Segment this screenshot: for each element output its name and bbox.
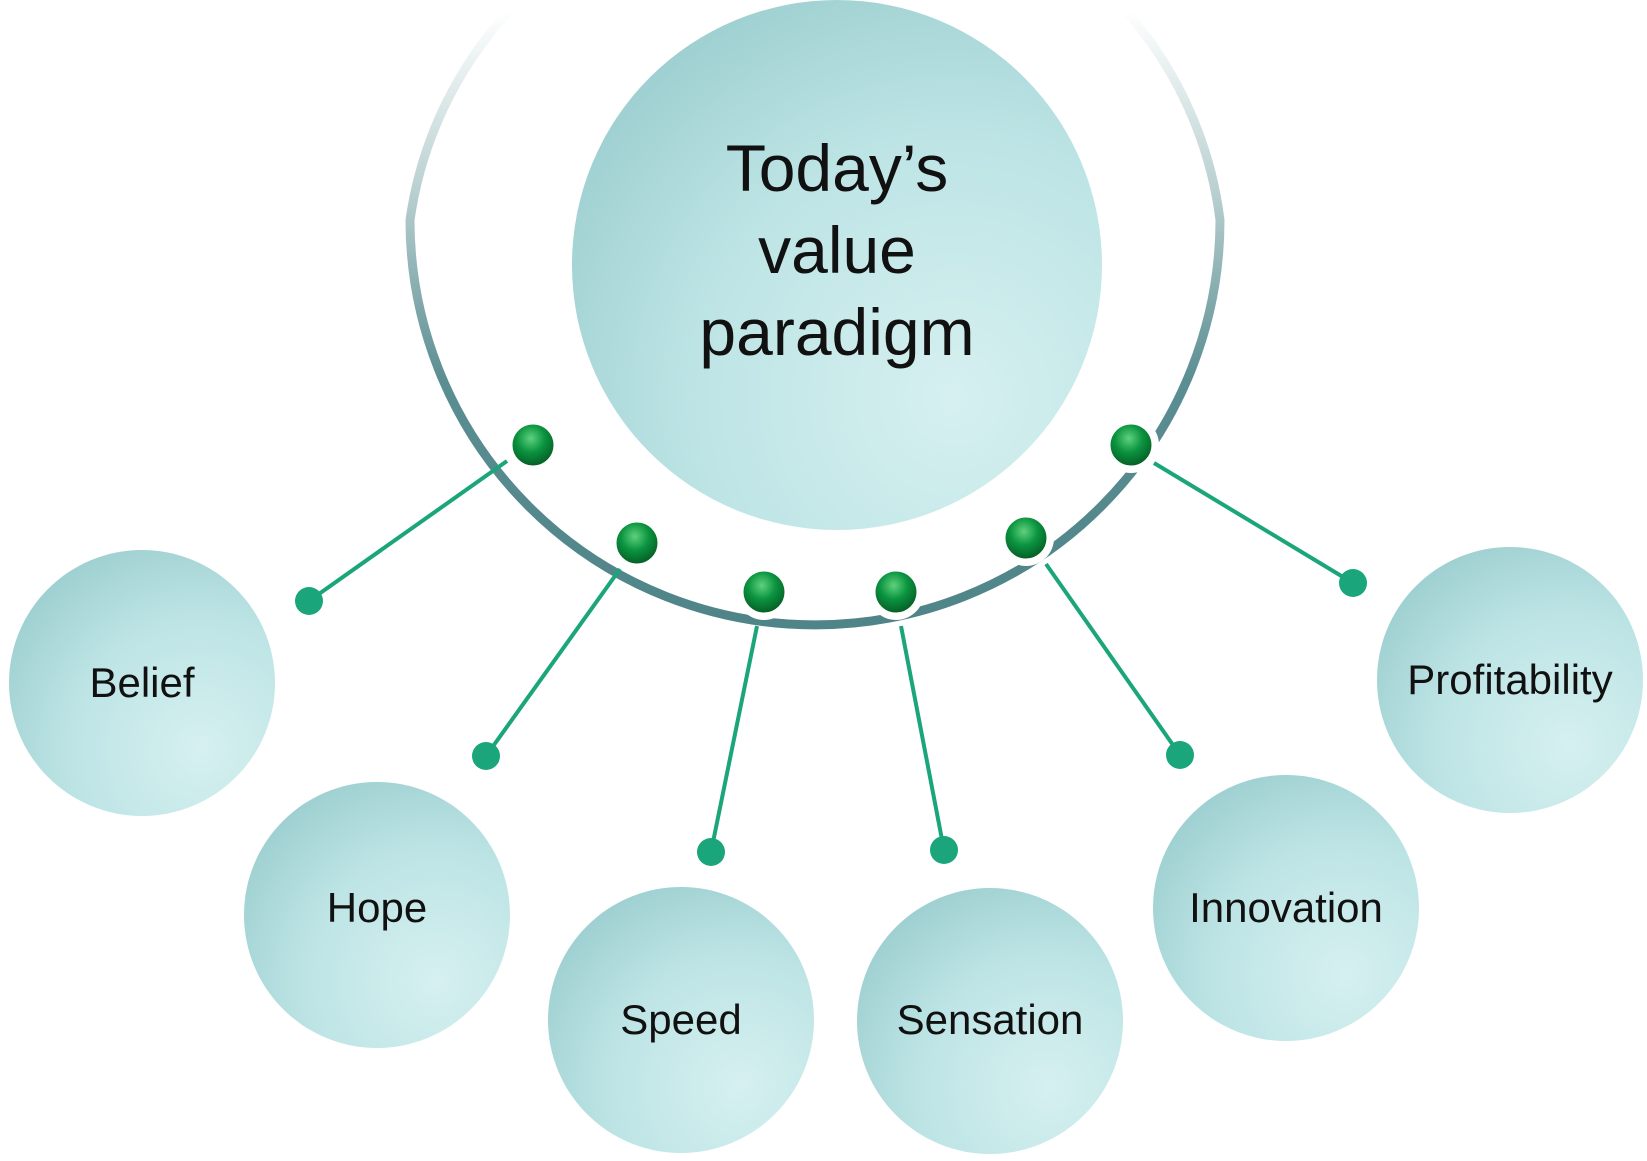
connector-profitability — [1152, 461, 1355, 585]
knob-speed — [740, 568, 788, 616]
connector-dot-profitability — [1339, 569, 1367, 597]
node-circle-sensation — [857, 888, 1123, 1154]
node-circles — [9, 547, 1643, 1154]
connector-sensation — [899, 625, 946, 851]
knob-profitability — [1107, 421, 1155, 469]
knob-belief — [509, 421, 557, 469]
connector-innovation — [1044, 562, 1182, 757]
connectors — [295, 459, 1367, 866]
connector-belief — [307, 459, 509, 603]
connector-dot-belief — [295, 587, 323, 615]
node-circle-belief — [9, 550, 275, 816]
knob-innovation — [1002, 514, 1050, 562]
knob-sensation — [872, 568, 920, 616]
node-circle-hope — [244, 782, 510, 1048]
connector-dot-speed — [697, 838, 725, 866]
node-circle-innovation — [1153, 775, 1419, 1041]
connector-dot-sensation — [930, 836, 958, 864]
connector-dot-hope — [472, 742, 500, 770]
center-circle — [572, 0, 1102, 530]
node-circle-speed — [548, 887, 814, 1153]
connector-hope — [484, 567, 622, 758]
arc-knobs — [509, 421, 1155, 616]
knob-hope — [613, 519, 661, 567]
node-circle-profitability — [1377, 547, 1643, 813]
connector-speed — [709, 625, 759, 853]
connector-dot-innovation — [1166, 741, 1194, 769]
